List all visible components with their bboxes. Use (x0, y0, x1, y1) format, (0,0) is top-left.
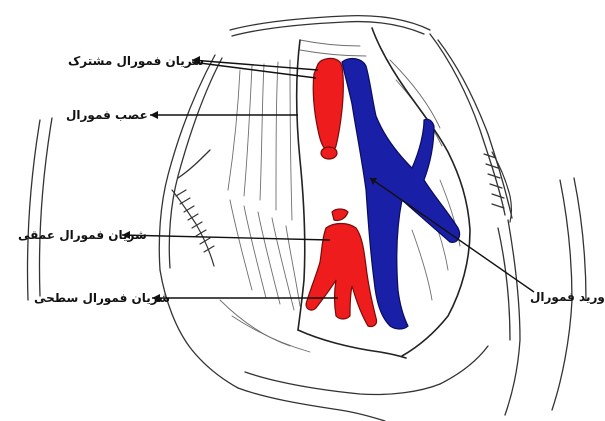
label-deep-femoral-artery: شریان فمورال عمقی (18, 228, 147, 242)
label-common-femoral-artery: شریان فمورال مشترک (68, 54, 204, 68)
common-femoral-artery-stump (321, 147, 337, 159)
deep-femoral-artery-origin (332, 209, 348, 221)
leader-deep-femoral-artery (122, 235, 330, 240)
label-superficial-femoral-artery: شریان فمورال سطحی (34, 291, 170, 305)
superficial-femoral-artery-shape (306, 224, 377, 327)
common-femoral-artery-shape (313, 58, 343, 152)
label-femoral-vein: ورید فمورال (530, 290, 605, 304)
label-femoral-nerve: عصب فمورال (66, 108, 148, 122)
